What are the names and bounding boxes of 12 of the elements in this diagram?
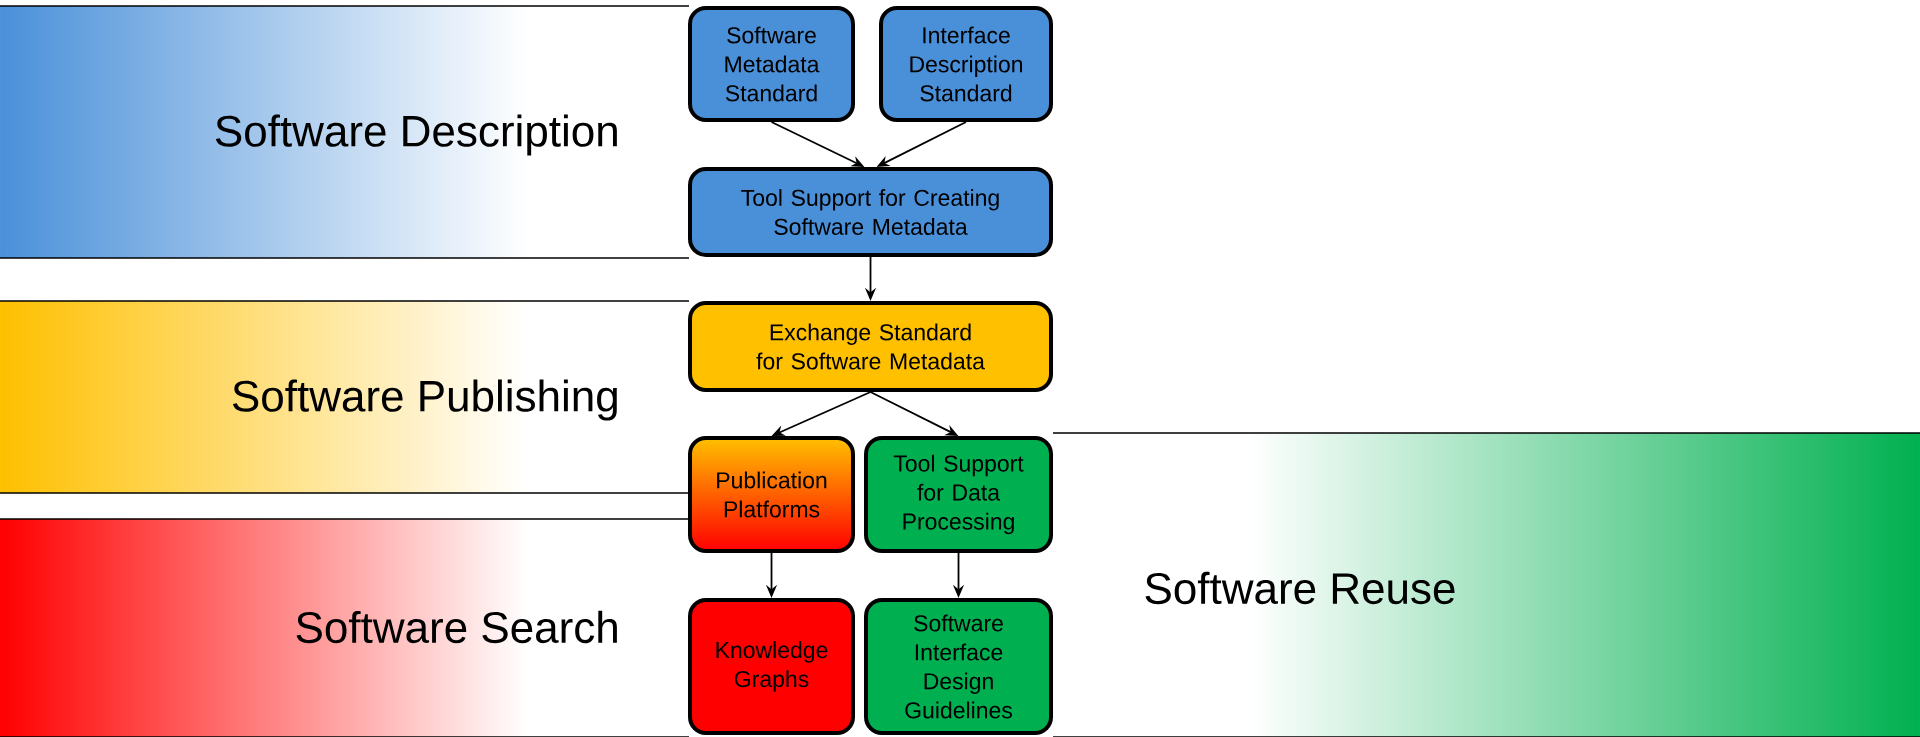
band: Software Publishing xyxy=(0,300,690,494)
band: Software Description xyxy=(0,5,690,259)
process-box: Publication Platforms xyxy=(688,436,855,553)
process-box: Software Metadata Standard xyxy=(688,6,855,122)
band: Software Reuse xyxy=(1052,432,1920,737)
process-box: Tool Support for Data Processing xyxy=(864,436,1053,553)
process-box: Knowledge Graphs xyxy=(688,598,855,735)
process-box: Tool Support for Creating Software Metadata xyxy=(688,167,1053,257)
process-box: Exchange Standard for Software Metadata xyxy=(688,301,1053,392)
process-box: Software Interface Design Guidelines xyxy=(864,598,1053,735)
process-box: Interface Description Standard xyxy=(879,6,1053,122)
band: Software Search xyxy=(0,518,690,737)
